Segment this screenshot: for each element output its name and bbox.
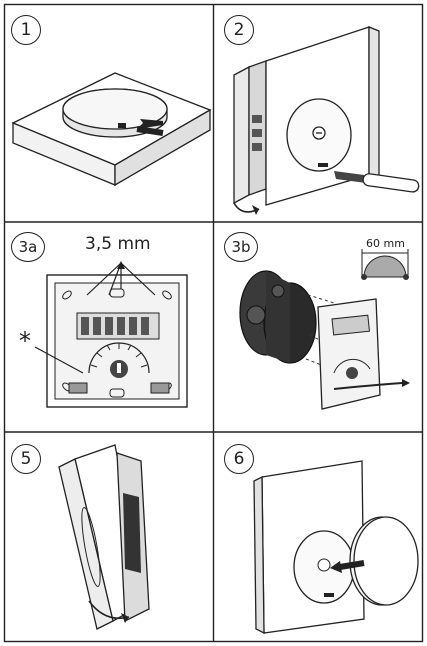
step-3a-illustration bbox=[34, 261, 188, 408]
step-number-2: 2 bbox=[224, 15, 254, 45]
panel-step-5 bbox=[5, 433, 213, 641]
panel-step-1 bbox=[5, 5, 213, 222]
step-2-illustration bbox=[233, 26, 420, 215]
panel-step-2 bbox=[214, 5, 422, 222]
step-number-5: 5 bbox=[11, 444, 41, 474]
step-number-6: 6 bbox=[224, 444, 254, 474]
step-1-illustration bbox=[11, 72, 212, 187]
panel-step-3a: 3,5 mm * bbox=[5, 223, 213, 432]
asterisk-marker: * bbox=[19, 327, 31, 355]
step-5-illustration bbox=[58, 444, 150, 630]
panel-step-3b: 60 mm bbox=[214, 223, 422, 432]
step-number-3a: 3a bbox=[11, 232, 45, 262]
dimension-60-mm: 60 mm bbox=[366, 237, 405, 250]
step-number-3b: 3b bbox=[224, 232, 258, 262]
dimension-3-5-mm: 3,5 mm bbox=[85, 234, 151, 254]
panel-step-6 bbox=[214, 433, 422, 641]
step-3b-illustration bbox=[239, 249, 410, 410]
step-number-1: 1 bbox=[11, 15, 41, 45]
step-6-illustration bbox=[253, 460, 419, 635]
